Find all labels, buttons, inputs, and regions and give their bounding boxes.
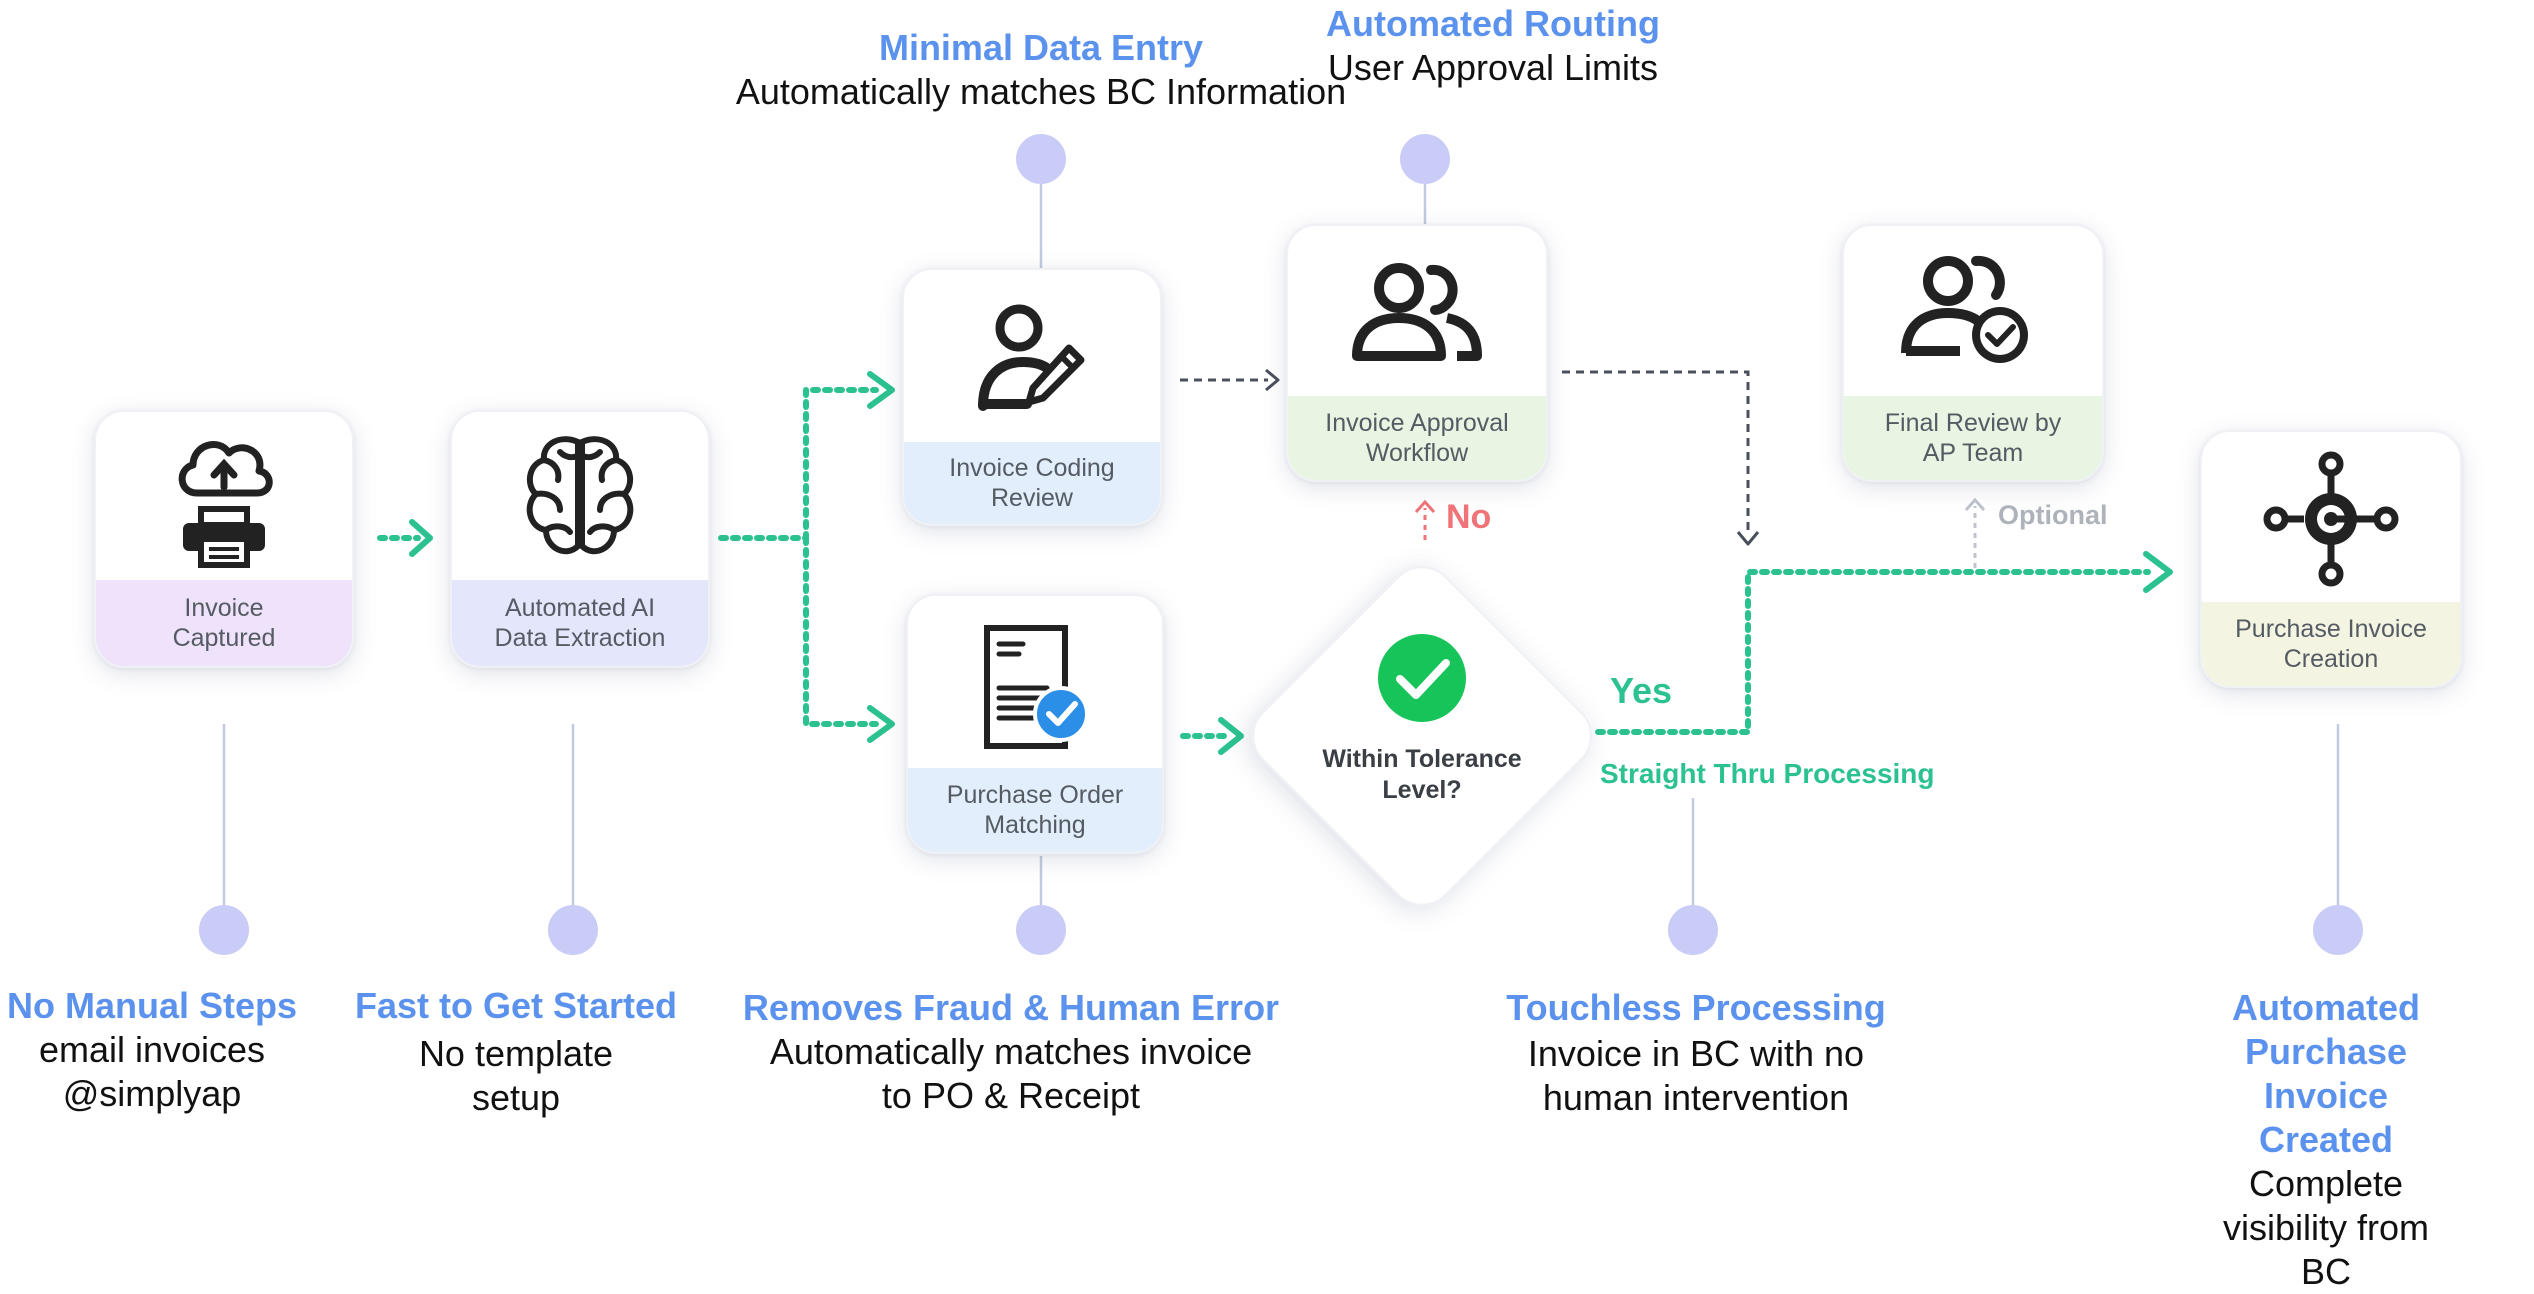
callout-desc: User Approval Limits	[1327, 47, 1659, 88]
callout-desc: email invoices @simplyap	[38, 1029, 266, 1114]
callout-title: Automated Purchase Invoice Created	[2232, 987, 2420, 1160]
callout-title: Touchless Processing	[1506, 987, 1886, 1028]
step-ai-extraction: Automated AI Data Extraction	[450, 410, 710, 668]
callout-dot-touchless-processing	[1668, 905, 1718, 955]
callout-minimal-data-entry: Minimal Data Entry Automatically matches…	[736, 26, 1346, 114]
callout-automated-routing: Automated Routing User Approval Limits	[1326, 2, 1660, 90]
yes-label: Yes	[1610, 670, 1673, 711]
decision-content: Within Tolerance Level?	[1262, 620, 1582, 860]
step-label: Invoice Approval Workflow	[1288, 396, 1546, 480]
cloud-upload-icon	[178, 441, 273, 568]
callout-dot-automated-purchase-invoice	[2313, 905, 2363, 955]
step-label: Purchase Order Matching	[908, 768, 1162, 852]
step-purchase-invoice: Purchase Invoice Creation	[2200, 430, 2462, 688]
callout-dot-automated-routing	[1400, 134, 1450, 184]
check-circle-icon	[1378, 634, 1466, 722]
callout-title: No Manual Steps	[6, 985, 298, 1026]
step-label: Invoice Captured	[96, 580, 352, 666]
callout-dot-removes-fraud	[1016, 905, 1066, 955]
step-coding-review: Invoice Coding Review	[902, 268, 1162, 526]
green-flow-lines	[377, 387, 2151, 739]
brain-icon	[526, 436, 634, 555]
callout-stems	[222, 182, 2340, 905]
dark-flow-lines	[1180, 370, 1750, 534]
flow-connectors	[222, 182, 2340, 905]
printer-icon	[183, 506, 265, 568]
step-final-review: Final Review by AP Team	[1842, 224, 2104, 482]
step-label: Final Review by AP Team	[1844, 396, 2102, 480]
callout-desc: No template setup	[418, 1033, 614, 1118]
callout-fast-to-get-started: Fast to Get Started No template setup	[355, 984, 677, 1120]
optional-label: Optional	[1998, 500, 2108, 530]
callout-touchless-processing: Touchless Processing Invoice in BC with …	[1506, 986, 1885, 1120]
business-central-hub-icon	[2263, 451, 2399, 587]
callout-desc: Invoice in BC with no human intervention	[1527, 1033, 1865, 1118]
straight-thru-label: Straight Thru Processing	[1600, 758, 1935, 789]
no-arrow	[1414, 499, 1436, 540]
user-edit-icon	[978, 304, 1085, 411]
dark-arrowheads	[1265, 368, 1760, 546]
callout-desc: Automatically matches invoice to PO & Re…	[769, 1031, 1253, 1116]
callout-dot-fast-to-get-started	[548, 905, 598, 955]
callout-dot-no-manual-steps	[199, 905, 249, 955]
callout-dot-minimal-data-entry	[1016, 134, 1066, 184]
step-label: Purchase Invoice Creation	[2202, 602, 2460, 686]
step-po-matching: Purchase Order Matching	[906, 594, 1164, 854]
callout-title: Removes Fraud & Human Error	[742, 987, 1280, 1028]
optional-arrow	[1964, 497, 1986, 568]
document-check-icon	[984, 625, 1089, 749]
user-check-icon	[1901, 255, 2028, 363]
callout-no-manual-steps: No Manual Steps email invoices @simplyap	[7, 984, 297, 1116]
step-invoice-captured: Invoice Captured	[94, 410, 354, 668]
step-label: Automated AI Data Extraction	[452, 580, 708, 666]
step-approval-workflow: Invoice Approval Workflow	[1286, 224, 1548, 482]
callout-title: Fast to Get Started	[354, 985, 678, 1026]
green-arrowheads	[409, 371, 2173, 755]
callout-desc: Complete visibility from BC	[2222, 1163, 2429, 1292]
users-icon	[1352, 263, 1482, 361]
decision-label: Within Tolerance Level?	[1322, 745, 1522, 804]
callout-automated-purchase-invoice: Automated Purchase Invoice Created Compl…	[2222, 986, 2430, 1294]
callout-title: Minimal Data Entry	[878, 27, 1204, 68]
no-label: No	[1446, 498, 1492, 536]
callout-removes-fraud: Removes Fraud & Human Error Automaticall…	[743, 986, 1279, 1118]
callout-title: Automated Routing	[1326, 3, 1660, 44]
step-label: Invoice Coding Review	[904, 442, 1160, 524]
callout-desc: Automatically matches BC Information	[735, 71, 1347, 112]
